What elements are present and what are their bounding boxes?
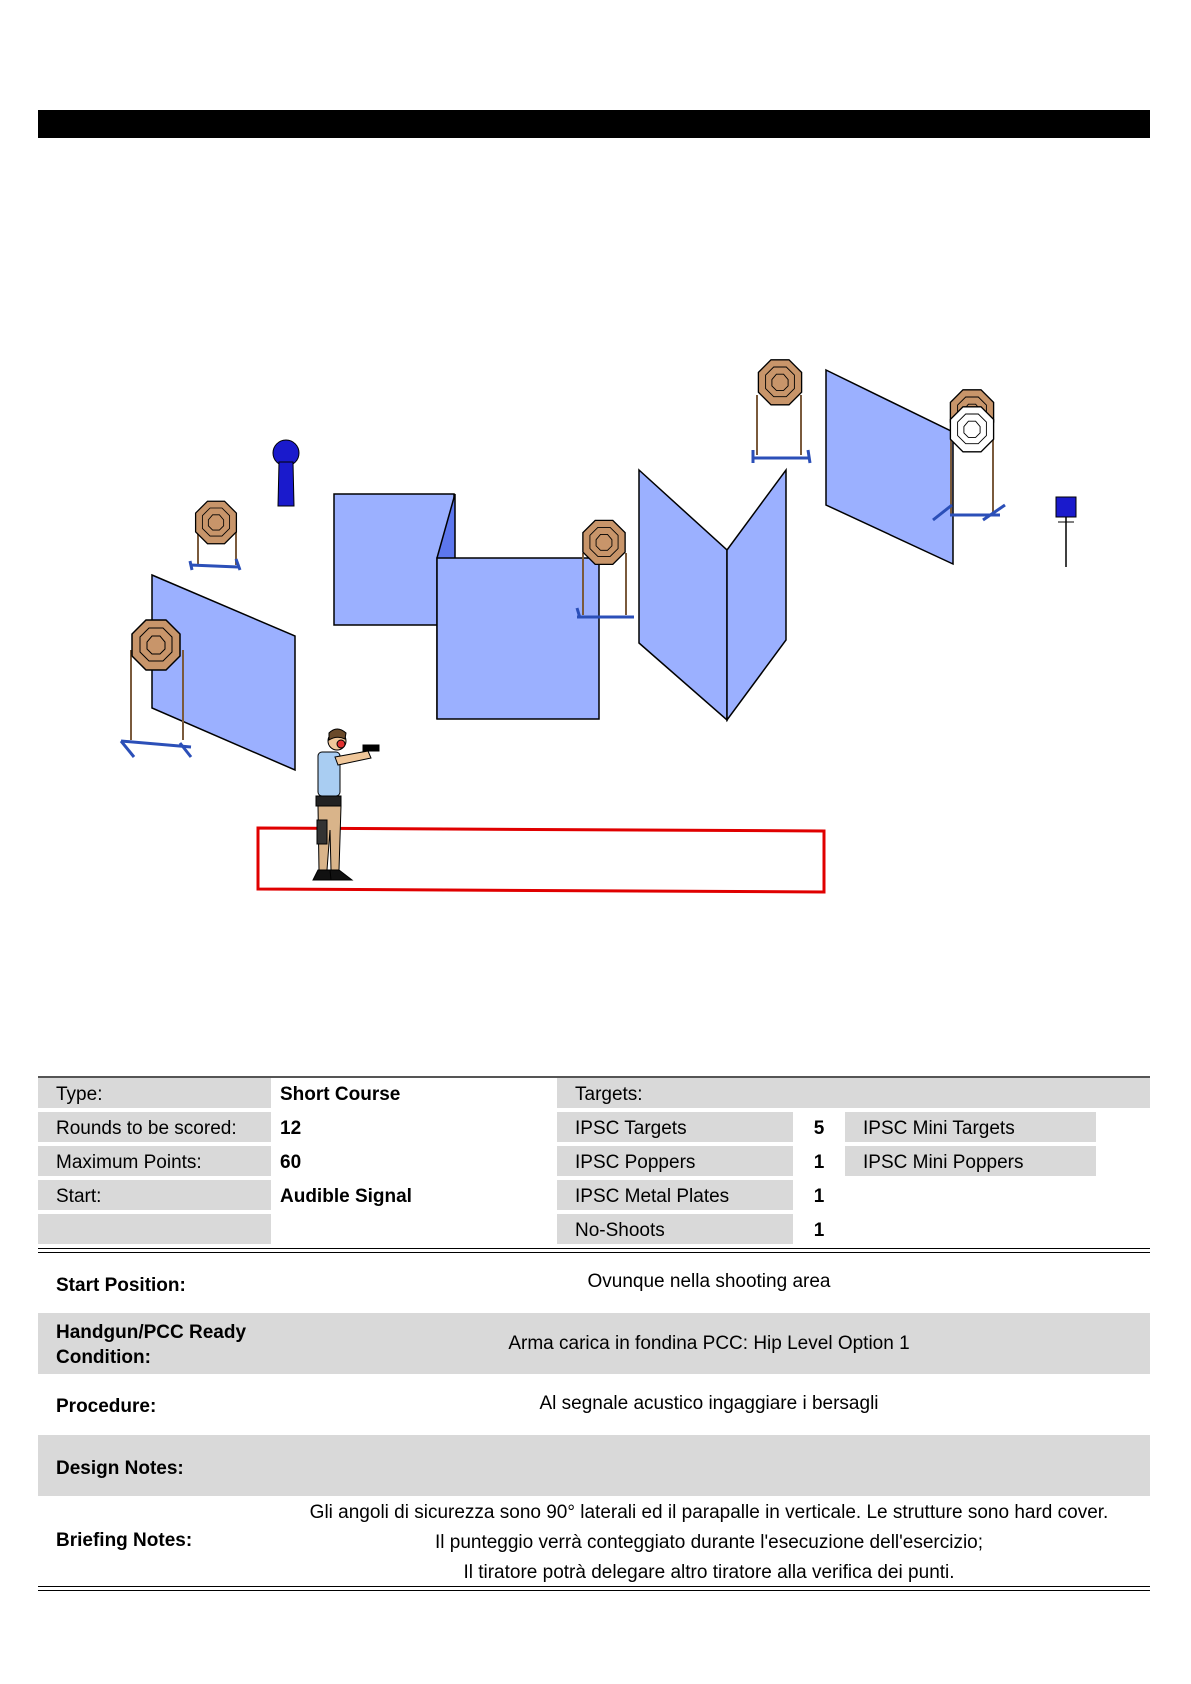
- shooting-area: [256, 826, 826, 894]
- type-label: Type:: [38, 1078, 271, 1110]
- wall-left: [151, 573, 296, 772]
- start-label: Start:: [38, 1180, 271, 1212]
- briefing-notes-line: Il tiratore potrà delegare altro tirator…: [463, 1562, 955, 1583]
- stage-diagram: [119, 359, 1077, 894]
- max-points-value: 60: [280, 1152, 302, 1173]
- bottom-divider: [38, 1586, 1150, 1591]
- start-position-label: Start Position:: [56, 1275, 186, 1296]
- wall-right: [825, 368, 954, 566]
- target-type-label: IPSC Poppers: [557, 1146, 793, 1178]
- empty-label-cell: [38, 1214, 271, 1246]
- procedure-row: Procedure: Al segnale acustico ingaggiar…: [38, 1374, 1150, 1435]
- ready-condition-row: Handgun/PCC Ready Condition: Arma carica…: [38, 1313, 1150, 1374]
- target-type-count: 1: [813, 1186, 825, 1207]
- design-notes-row: Design Notes:: [38, 1435, 1150, 1496]
- ipsc-metal-plate: [1055, 496, 1077, 567]
- briefing-notes-row: Briefing Notes: Gli angoli di sicurezza …: [38, 1496, 1150, 1584]
- wall-back-left: [333, 493, 455, 626]
- wall-v-left: [638, 468, 728, 722]
- start-position-row: Start Position: Ovunque nella shooting a…: [38, 1253, 1150, 1313]
- targets-header: Targets:: [557, 1078, 1150, 1110]
- rounds-label: Rounds to be scored:: [38, 1112, 271, 1144]
- max-points-label: Maximum Points:: [38, 1146, 271, 1178]
- ipsc-target-left: [194, 500, 238, 545]
- ready-condition-value: Arma carica in fondina PCC: Hip Level Op…: [508, 1333, 910, 1354]
- briefing-notes-line: Il punteggio verrà conteggiato durante l…: [434, 1532, 984, 1553]
- design-notes-label: Design Notes:: [56, 1458, 184, 1479]
- type-value: Short Course: [280, 1084, 401, 1105]
- target-type-count: 5: [813, 1118, 825, 1139]
- wall-v-right: [726, 467, 787, 723]
- target-bases: [119, 449, 1006, 758]
- ipsc-target-center: [582, 519, 626, 566]
- mini-target-label: IPSC Mini Targets: [845, 1112, 1096, 1144]
- shooter-figure: [312, 728, 380, 881]
- start-value: Audible Signal: [280, 1186, 412, 1207]
- ipsc-target-top: [757, 359, 803, 406]
- procedure-label: Procedure:: [56, 1396, 157, 1417]
- stage-title-bar: [38, 110, 1150, 138]
- ipsc-popper: [272, 439, 300, 507]
- target-type-label: IPSC Metal Plates: [557, 1180, 793, 1212]
- briefing-notes-label: Briefing Notes:: [56, 1530, 193, 1551]
- target-type-count: 1: [813, 1220, 825, 1241]
- ipsc-target-far-left: [131, 619, 181, 671]
- target-type-label: IPSC Targets: [557, 1112, 793, 1144]
- briefing-notes-line: Gli angoli di sicurezza sono 90° lateral…: [309, 1502, 1109, 1523]
- target-type-label: No-Shoots: [557, 1214, 793, 1246]
- procedure-value: Al segnale acustico ingaggiare i bersagl…: [539, 1393, 879, 1414]
- no-shoot-target: [949, 406, 995, 453]
- table-divider: [38, 1248, 1150, 1253]
- stage-summary-table: Type: Short Course Targets: Rounds to be…: [38, 1076, 1150, 1253]
- start-position-value: Ovunque nella shooting area: [587, 1271, 831, 1292]
- ready-condition-label: Handgun/PCC Ready Condition:: [56, 1322, 247, 1368]
- rounds-value: 12: [280, 1118, 302, 1139]
- mini-target-label: IPSC Mini Poppers: [845, 1146, 1096, 1178]
- wall-center: [436, 557, 600, 720]
- target-type-count: 1: [813, 1152, 825, 1173]
